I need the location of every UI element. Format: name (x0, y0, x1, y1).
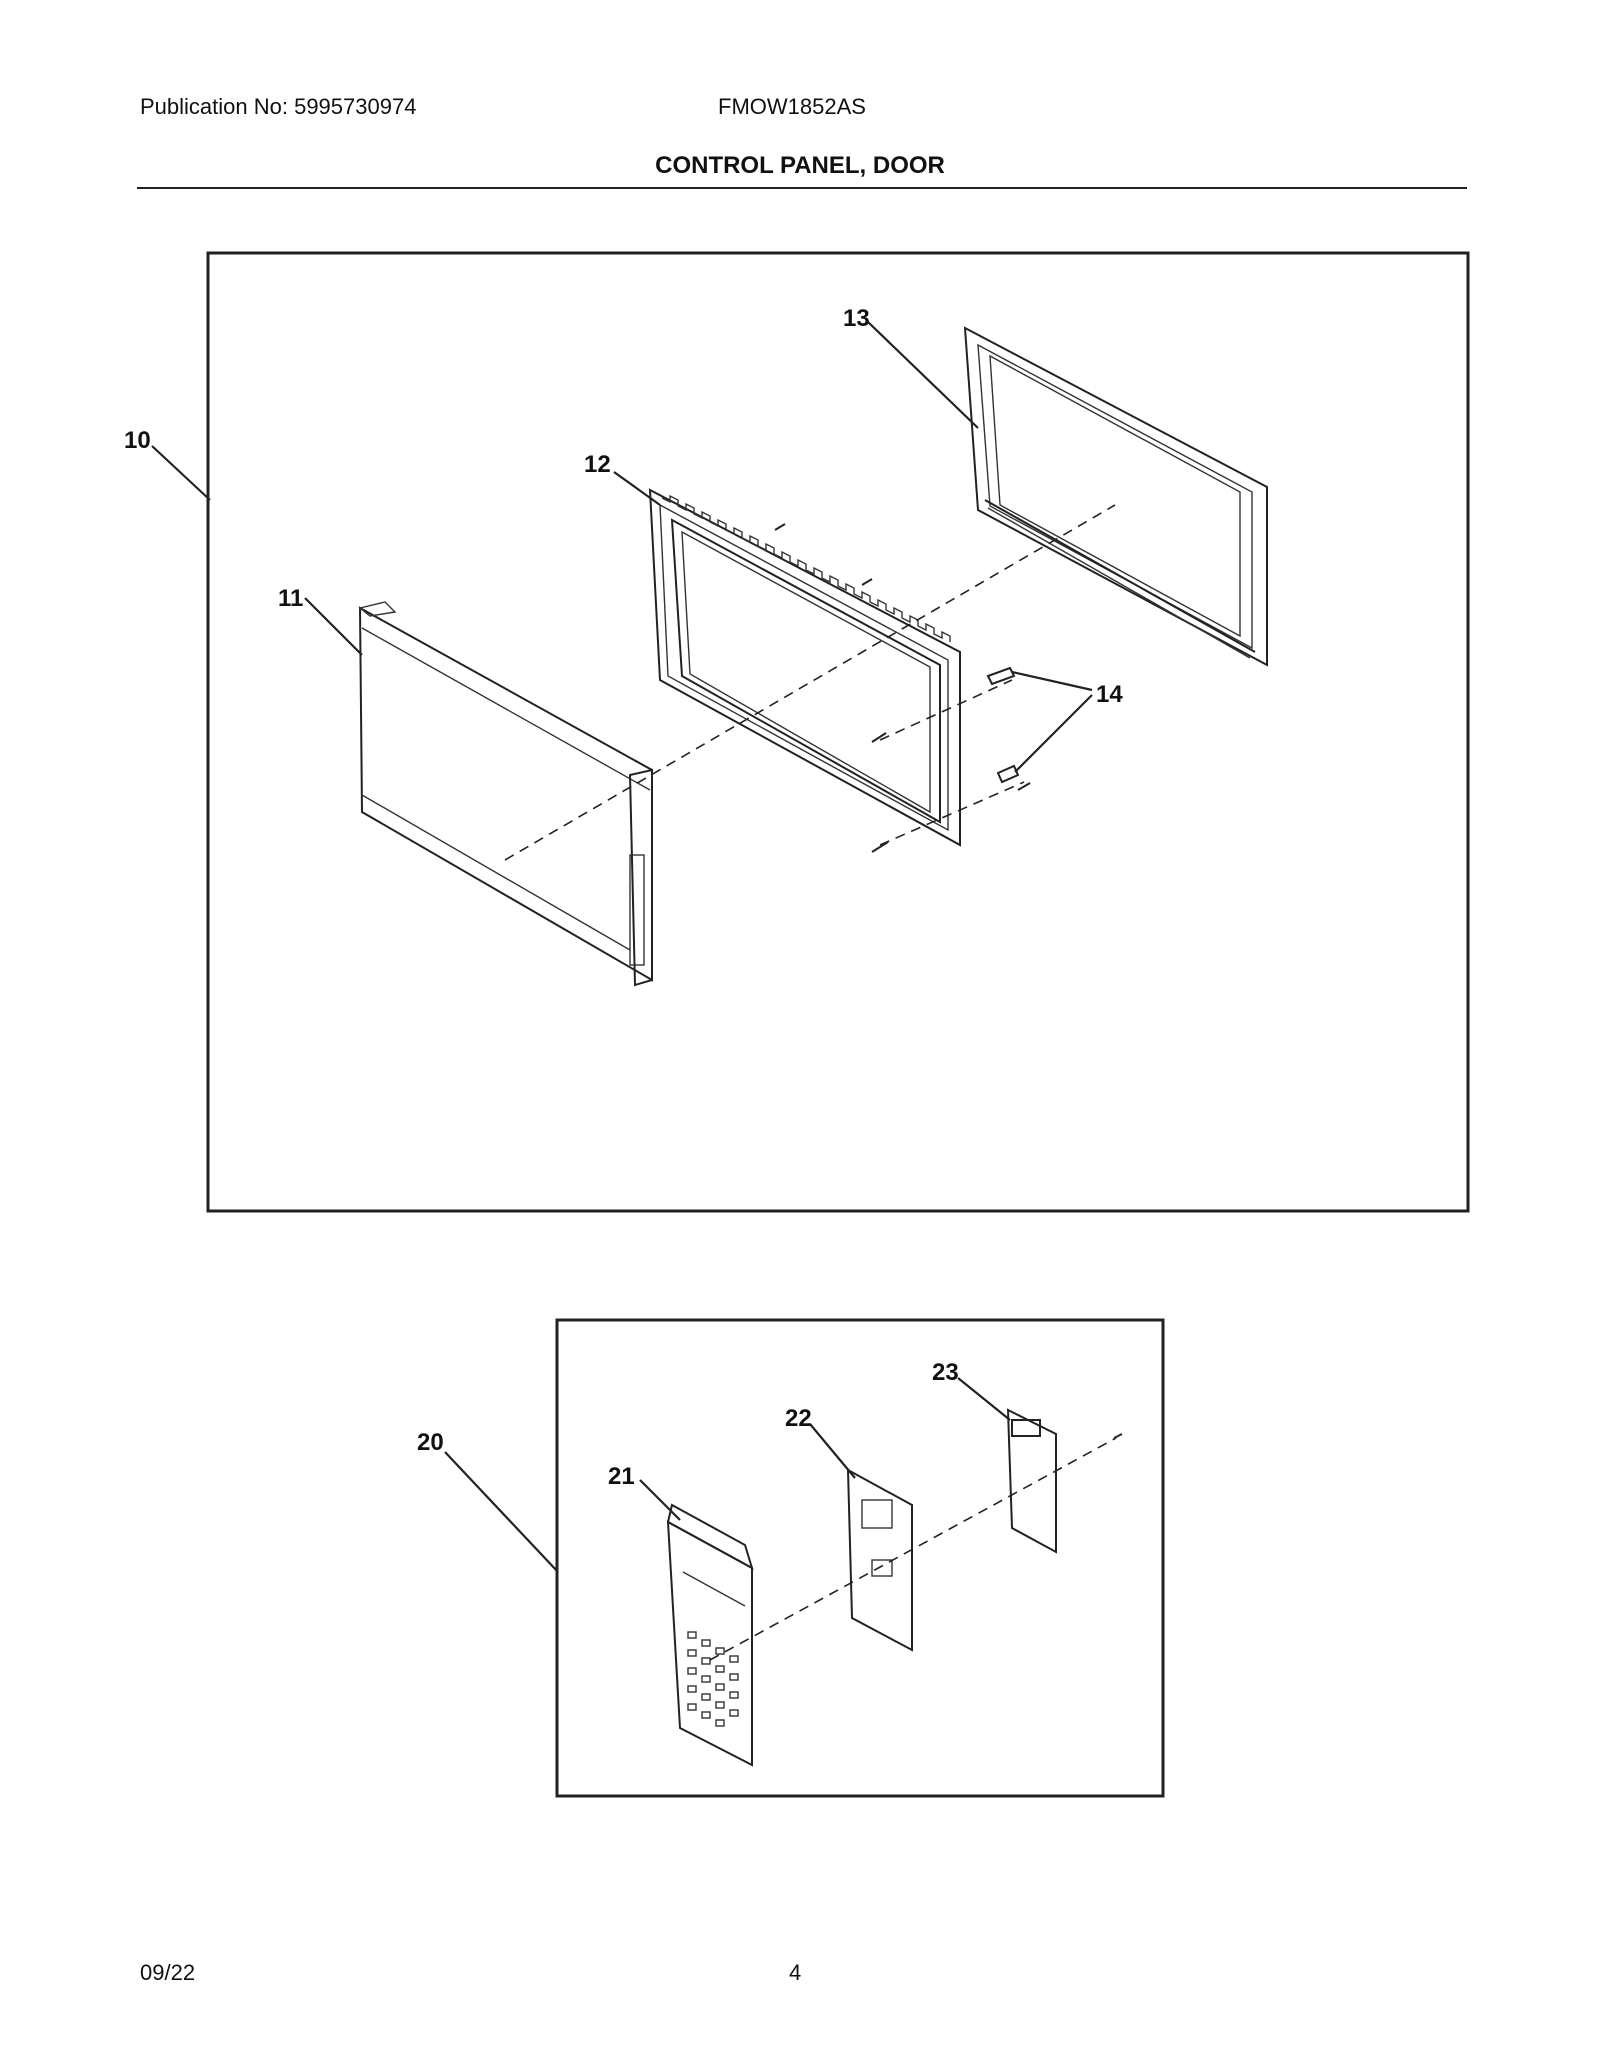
page-number: 4 (789, 1960, 802, 1985)
screw-board (1113, 1433, 1123, 1439)
assembly-axis-control (709, 1437, 1117, 1661)
assembly-axis-door (504, 504, 1116, 861)
callout-12: 12 (584, 451, 611, 478)
part-21-control-panel (666, 1503, 754, 1767)
callout-22: 22 (785, 1405, 812, 1432)
callout-13: 13 (843, 305, 870, 332)
callout-14: 14 (1096, 681, 1123, 708)
part-11-door-panel (358, 601, 653, 987)
part-14-latches (986, 666, 1020, 784)
footer-date: 09/22 (140, 1960, 196, 1985)
callout-10: 10 (124, 427, 151, 454)
callout-11: 11 (278, 585, 303, 612)
model-number: FMOW1852AS (718, 94, 866, 119)
part-12-door-frame (648, 488, 961, 847)
screws-door (774, 523, 1031, 853)
page-title: CONTROL PANEL, DOOR (655, 152, 945, 179)
part-23-control-board (1006, 1408, 1057, 1554)
header-rule (137, 187, 1467, 189)
callout-20: 20 (417, 1429, 444, 1456)
part-13-door-seal (963, 326, 1268, 667)
door-assembly-frame (206, 251, 1470, 1213)
control-panel-frame (555, 1318, 1165, 1798)
callout-21: 21 (608, 1463, 635, 1490)
part-22-board-bracket (846, 1468, 913, 1652)
publication-number: Publication No: 5995730974 (140, 94, 417, 119)
callout-23: 23 (932, 1359, 959, 1386)
